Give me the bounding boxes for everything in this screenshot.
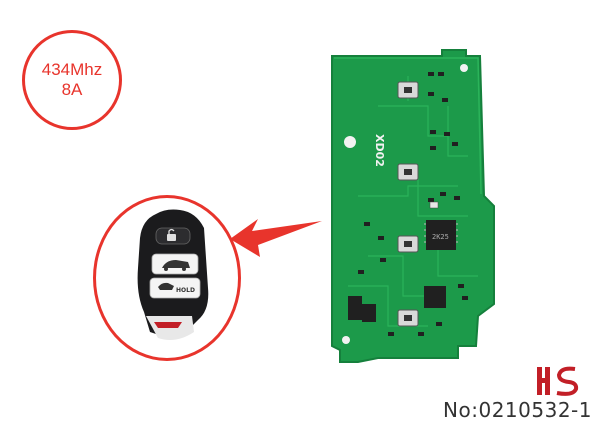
frequency-badge: 434Mhz 8A	[22, 30, 122, 130]
pcb-illustration: 2K25 XD02	[331, 49, 495, 363]
svg-text:XD02: XD02	[373, 134, 386, 167]
trunk-icon	[162, 260, 190, 271]
key-fob: HOLD	[137, 209, 209, 340]
key-fob-frame: HOLD	[93, 195, 241, 361]
hold-button-icon: HOLD	[158, 282, 195, 294]
svg-text:HOLD: HOLD	[176, 287, 195, 294]
arrow-left-icon	[230, 219, 322, 257]
pcb-buttons	[397, 81, 419, 327]
pcb-board: 2K25 XD02	[318, 46, 508, 376]
svg-text:2K25: 2K25	[432, 233, 449, 241]
amperage-label: 8A	[61, 80, 83, 99]
unlock-icon	[167, 228, 176, 241]
part-number: No:0210532-1	[443, 398, 592, 422]
brand-logo	[537, 366, 579, 396]
frequency-label: 434Mhz	[41, 60, 103, 79]
